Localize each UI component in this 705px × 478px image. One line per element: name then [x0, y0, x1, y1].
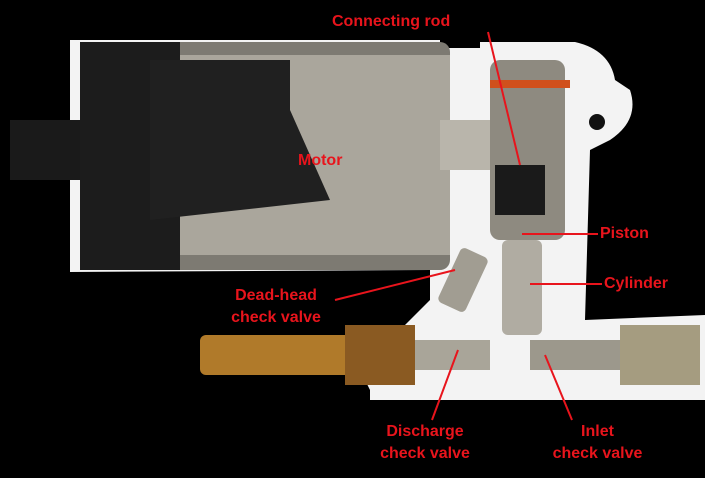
label-connecting-rod: Connecting rod	[332, 13, 451, 30]
label-cylinder: Cylinder	[604, 275, 669, 292]
discharge-leader	[431, 349, 459, 421]
brass-fitting	[200, 335, 370, 375]
label-line: Dead-head	[235, 287, 317, 304]
label-inlet-check-valve: Inlet check valve	[540, 421, 655, 465]
connecting-rod-leader	[487, 31, 521, 166]
label-piston: Piston	[600, 225, 649, 242]
connecting-rod-part	[495, 165, 545, 215]
inlet-leader	[544, 354, 573, 421]
label-line: check valve	[380, 445, 470, 462]
label-line: check valve	[552, 445, 643, 462]
dead-head-leader	[334, 269, 456, 301]
label-line: Inlet	[581, 423, 614, 440]
label-dead-head-check-valve: Dead-head check valve	[220, 285, 332, 329]
piston-part	[502, 240, 542, 335]
label-line: Discharge	[386, 423, 464, 440]
label-motor: Motor	[298, 152, 343, 169]
label-discharge-check-valve: Discharge check valve	[370, 421, 480, 465]
label-line: check valve	[231, 309, 321, 326]
